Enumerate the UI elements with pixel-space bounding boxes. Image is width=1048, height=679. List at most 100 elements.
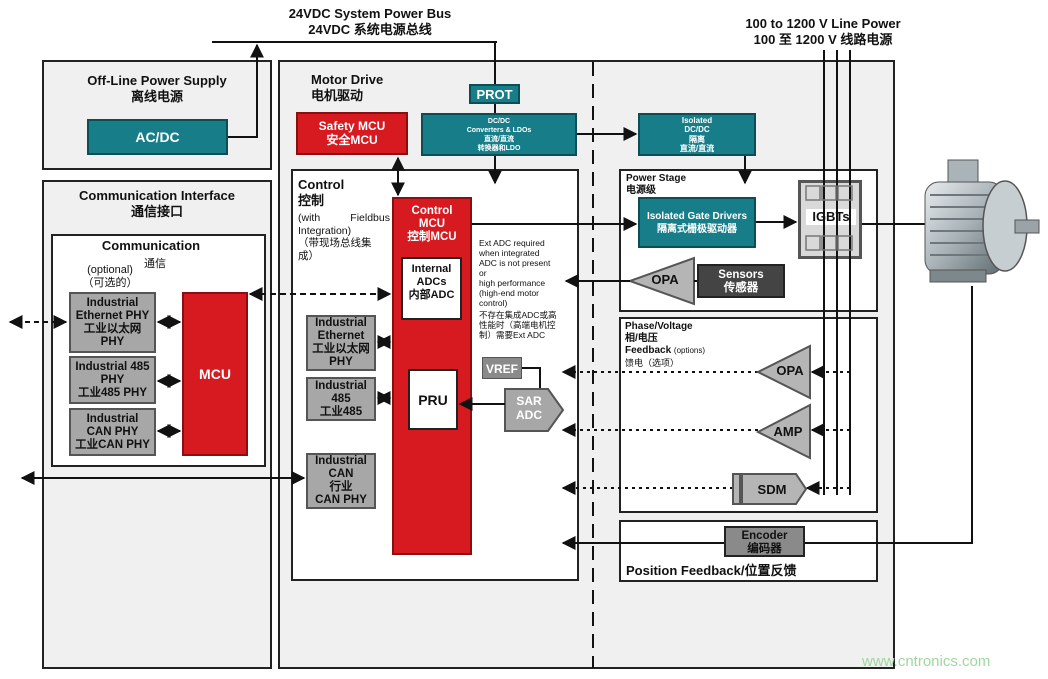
dcdc-line2: Converters & LDOs: [466, 126, 532, 134]
motor-drive-title: Motor Drive 电机驱动: [311, 72, 431, 104]
control-ethernet-line4: PHY: [329, 356, 353, 368]
safety-mcu-line1: Safety MCU: [318, 119, 386, 133]
communication-title-cn: 通信: [144, 258, 166, 270]
power-bus-label-en: 24VDC System Power Bus: [288, 6, 452, 21]
control-ethernet-line2: Ethernet: [317, 330, 365, 342]
isolated-dcdc-block: Isolated DC/DC 隔离 直流/直流: [638, 113, 756, 156]
feedback-title-cut: 馈电（选项）: [625, 358, 680, 367]
control-485-line2: 485: [331, 392, 351, 405]
power-bus-label-cn: 24VDC 系统电源总线: [308, 22, 432, 37]
comm-mcu-block: MCU: [182, 292, 248, 456]
encoder-line1: Encoder: [741, 530, 788, 542]
line-power-label-cn: 100 至 1200 V 线路电源: [753, 32, 893, 47]
control-mcu-line2: MCU: [418, 218, 446, 230]
control-ethernet-line1: Industrial: [315, 317, 367, 329]
sar-adc-shape: [504, 388, 565, 432]
comm-485-phy: Industrial 485 PHY 工业485 PHY: [69, 356, 156, 404]
comm-485-phy-line2: PHY: [100, 373, 125, 386]
line-power-label-en: 100 to 1200 V Line Power: [745, 16, 901, 31]
gate-drivers-line1: Isolated Gate Drivers: [646, 210, 748, 222]
feedback-title-feedback: Feedback: [625, 345, 672, 356]
ext-adc-note-cn-3: 制）需要Ext ADC: [479, 330, 546, 340]
control-can-phy: Industrial CAN 行业 CAN PHY: [306, 453, 376, 509]
comm-can-phy-line1: Industrial: [86, 412, 139, 425]
internal-adc-line2: ADCs: [416, 276, 447, 288]
offline-power-title-en: Off-Line Power Supply: [87, 73, 227, 88]
control-ethernet-line3: 工业以太网: [312, 343, 370, 355]
control-mcu-line1: Control: [411, 205, 453, 217]
control-485-line1: Industrial: [315, 379, 367, 392]
control-ethernet-phy: Industrial Ethernet 工业以太网 PHY: [306, 315, 376, 371]
sar-adc-line1: SAR: [516, 394, 542, 408]
sensors-block: Sensors 传感器: [697, 264, 785, 298]
ext-adc-note-en-6: control): [479, 298, 508, 308]
feedback-title-cn: 相/电压: [625, 333, 658, 344]
power-stage-title-en: Power Stage: [626, 173, 687, 184]
control-mcu-line3: 控制MCU: [407, 231, 457, 243]
comm-485-phy-line1: Industrial 485: [75, 360, 150, 373]
comm-can-phy-line3: 工业CAN PHY: [75, 438, 150, 451]
acdc-block: AC/DC: [87, 119, 228, 155]
pru-block: PRU: [408, 369, 458, 430]
motor-drive-title-en: Motor Drive: [311, 72, 384, 87]
prot-block: PROT: [469, 84, 520, 104]
safety-mcu-block: Safety MCU 安全MCU: [296, 112, 408, 155]
sdm-label: SDM: [757, 482, 787, 497]
vref-to-sar-line: [522, 367, 541, 388]
position-feedback-title: Position Feedback/位置反馈: [626, 563, 797, 578]
optional-label-en: (optional): [87, 264, 133, 276]
communication-title: Communication: [51, 238, 251, 254]
control-fieldbus-with: (with: [298, 212, 321, 224]
comm-485-phy-line3: 工业485 PHY: [77, 386, 148, 399]
control-485-line3: 工业485: [319, 405, 363, 418]
isolated-dcdc-line2: DC/DC: [684, 125, 710, 134]
ext-adc-note-en-3: ADC is not present or: [479, 258, 551, 278]
sar-adc-label: SAR ADC: [505, 394, 553, 422]
comm-can-phy: Industrial CAN PHY 工业CAN PHY: [69, 408, 156, 456]
ext-adc-note: Ext ADC required when integrated ADC is …: [479, 238, 559, 340]
ext-adc-note-cn-2: 性能时（高端电机控: [479, 320, 556, 330]
control-fieldbus-fieldbus: Fieldbus: [350, 212, 390, 224]
sensors-line2: 传感器: [723, 282, 759, 294]
feedback-amp-triangle: [755, 403, 811, 460]
motor-drive-title-cn: 电机驱动: [311, 88, 364, 103]
control-can-line2: CAN: [328, 468, 354, 480]
ext-adc-note-en-4: high performance: [479, 278, 546, 288]
sdm-side-bar: [732, 473, 741, 505]
control-title-cn: 控制: [298, 193, 325, 208]
internal-adc-line3: 内部ADC: [408, 289, 455, 301]
dcdc-line4: 转换器和LDO: [477, 144, 521, 152]
comm-ethernet-phy-line1: Industrial: [86, 296, 139, 309]
feedback-title-en: Phase/Voltage: [625, 321, 693, 332]
watermark: www.cntronics.com: [862, 653, 991, 670]
internal-adc-line1: Internal: [411, 263, 452, 275]
acdc-to-bus-arrow: [228, 43, 264, 138]
optional-label: (optional) （可选的）: [70, 264, 150, 290]
comm-mcu-label: MCU: [199, 366, 231, 382]
vref-block: VREF: [482, 357, 522, 379]
vref-label: VREF: [485, 362, 518, 376]
control-can-line3: 行业: [329, 481, 353, 493]
power-stage-title: Power Stage 电源级: [626, 173, 686, 197]
internal-adc-block: Internal ADCs 内部ADC: [401, 257, 462, 320]
feedback-amp-label: AMP: [773, 424, 803, 439]
control-can-line1: Industrial: [315, 455, 367, 467]
control-fieldbus-line1: (with Fieldbus: [298, 212, 390, 225]
feedback-title-line3: Feedback (options): [625, 345, 725, 357]
isolated-dcdc-line1: Isolated: [681, 115, 713, 125]
comm-ethernet-phy-line3: 工业以太网: [83, 322, 142, 335]
ext-adc-note-cn-1: 不存在集成ADC或高: [479, 310, 557, 320]
communication-title-en: Communication: [101, 238, 201, 253]
feedback-title: Phase/Voltage 相/电压 Feedback (options) 馈电…: [625, 321, 725, 367]
comm-interface-title-en: Communication Interface: [78, 188, 236, 203]
optional-label-cn: （可选的）: [82, 277, 138, 289]
ext-adc-note-en-5: (high-end motor: [479, 288, 540, 298]
control-fieldbus-line2: Integration): [298, 224, 352, 237]
motor-to-encoder-line: [805, 286, 973, 544]
gate-drivers-line2: 隔离式栅极驱动器: [657, 223, 737, 235]
feedback-opa-triangle: [755, 344, 811, 400]
comm-ethernet-phy-line2: Ethernet PHY: [75, 309, 150, 322]
control-title: Control 控制: [298, 177, 378, 209]
power-bus-label: 24VDC System Power Bus 24VDC 系统电源总线: [255, 6, 485, 38]
line-power-wires: [823, 50, 851, 495]
